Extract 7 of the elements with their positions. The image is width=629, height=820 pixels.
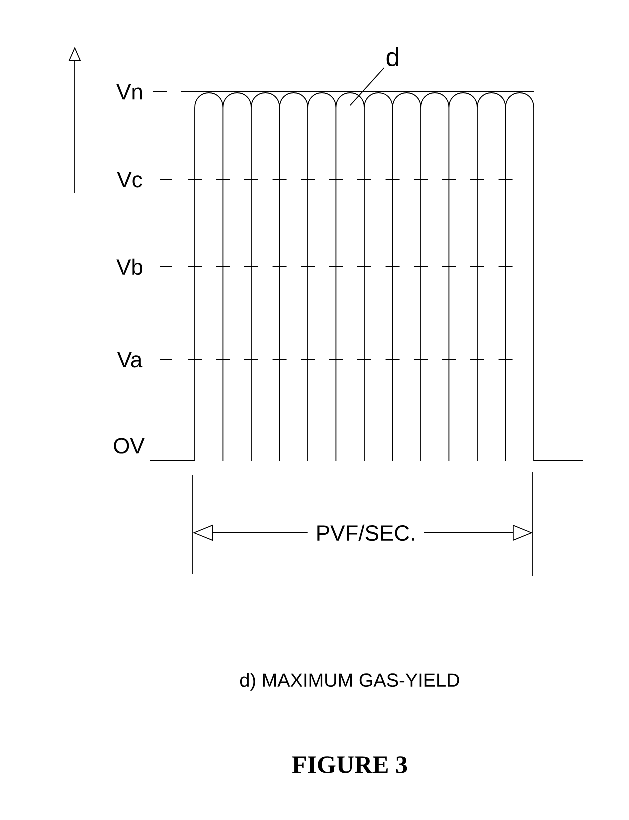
level-label: Vn [116,84,142,100]
callout-letter: d [386,47,399,67]
figure-title: FIGURE 3 [292,756,408,774]
caption: d) MAXIMUM GAS-YIELD [240,673,460,691]
leader-line [350,68,385,106]
dimension-label: PVF/SEC. [308,522,424,544]
waveform-drawing [150,92,584,462]
